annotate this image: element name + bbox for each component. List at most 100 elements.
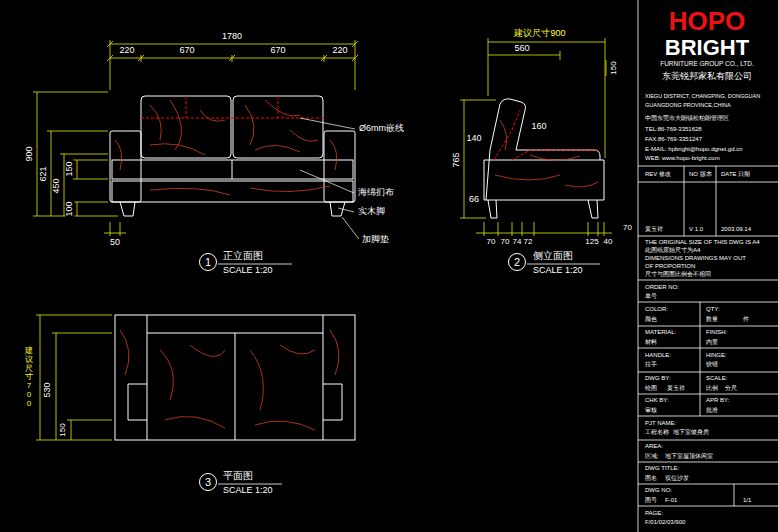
contact: FAX:86-769-3351247 — [644, 136, 703, 142]
view-title: 侧立面图 — [532, 251, 574, 262]
table-cell: DWG TITLE: — [644, 465, 680, 471]
table-cell: APR BY: — [705, 397, 730, 403]
table-cell: 双位沙发 — [664, 475, 690, 481]
view-number: 1 — [205, 257, 211, 268]
view-number-circle: 1 — [199, 253, 217, 271]
table-cell: 内里 — [705, 339, 719, 345]
callout: 实木脚 — [357, 207, 386, 216]
table-cell: 比例 — [705, 385, 719, 391]
dimension: 160 — [530, 122, 547, 131]
dimension: 50 — [109, 238, 121, 247]
note: DIMENSIONS DRAWINGS MAY OUT — [644, 255, 747, 261]
view-number-circle: 2 — [508, 253, 526, 271]
dimension: 100 — [65, 200, 74, 217]
dimension: 74 — [512, 238, 523, 246]
table-cell: 图号 — [644, 497, 658, 503]
company-name: 东莞锐邦家私有限公司 — [661, 72, 753, 81]
table-cell: 材料 — [644, 339, 658, 345]
table-cell: AREA: — [644, 443, 664, 449]
view-number-circle: 3 — [199, 473, 217, 491]
note: OF PROPORTION — [644, 263, 696, 269]
logo: HOPO — [668, 8, 747, 35]
dimension: 670 — [269, 46, 286, 55]
address: GUANGDONG PROVINCE,CHINA — [644, 103, 732, 109]
dimension: 125 — [584, 238, 599, 246]
table-cell: COLOR: — [644, 306, 669, 312]
contact: TEL:86-769-3351628 — [644, 126, 703, 132]
view-number: 3 — [205, 477, 211, 488]
callout: Ø6mm嵌线 — [358, 124, 405, 133]
table-cell: 审核 — [644, 407, 658, 413]
dimension: 220 — [331, 46, 348, 55]
dimension: 621 — [39, 165, 48, 182]
table-cell: CHK BY: — [644, 397, 670, 403]
contact: WEB: www.hopo-bright.com — [644, 155, 721, 161]
table-cell: HINGE: — [705, 352, 728, 358]
contact: E-MAIL: hpbright@hopo.dgnet.gd.cn — [644, 146, 744, 152]
company-name: FURNITURE GROUP CO., LTD. — [659, 61, 755, 68]
dimension: 40 — [603, 238, 614, 246]
view-number: 2 — [514, 257, 520, 268]
dimension: 66 — [468, 195, 480, 204]
table-cell: 2003.09.14 — [720, 226, 752, 232]
table-cell: FINISH: — [705, 329, 728, 335]
note: 尺寸与图面比例会不相同 — [644, 271, 712, 277]
dimension: 72 — [523, 238, 534, 246]
table-cell: F-01 — [664, 497, 678, 503]
table-cell: DWG BY: — [644, 375, 672, 381]
table-cell: 绘图 — [644, 385, 658, 391]
callout: 海绵扪布 — [357, 188, 395, 197]
table-cell: DATE 日期 — [720, 171, 751, 177]
address: XIEGU DISTRICT, CHANGPING, DONGGUAN — [644, 94, 761, 100]
table-cell: 单号 — [644, 293, 658, 299]
table-cell: F/01/02/03/900 — [644, 519, 686, 525]
dimension: 900 — [25, 145, 34, 162]
callout: 加脚垫 — [361, 235, 390, 244]
note: THE ORIGINAL SIZE OF THIS DWG IS A4 — [644, 239, 761, 245]
table-cell: 分尺 — [724, 385, 738, 391]
table-cell: 拉手 — [644, 361, 658, 367]
table-cell: 黄玉祥 — [666, 385, 686, 391]
view-title: 正立面图 — [222, 251, 264, 262]
table-cell: 地下室健身房 — [672, 429, 710, 435]
dimension: 70 — [486, 238, 497, 246]
table-cell: QTY: — [705, 306, 721, 312]
dimension: 530 — [43, 381, 52, 398]
table-cell: 区域: — [644, 453, 660, 459]
suggested-size: 建议尺寸900 — [513, 29, 566, 38]
table-cell: HANDLE: — [644, 352, 672, 358]
dimension: 70 — [622, 224, 633, 232]
table-cell: DWG NO: — [644, 487, 673, 493]
table-cell: 黄玉祥 — [644, 226, 664, 232]
table-cell: 图名 — [644, 475, 658, 481]
view-scale: SCALE 1:20 — [222, 486, 274, 495]
dimension: 450 — [52, 177, 61, 194]
table-cell: 颜色 — [644, 316, 658, 322]
suggested-size: 建议尺寸700 — [25, 346, 33, 410]
dimension: 1780 — [221, 32, 243, 41]
table-cell: NO 版本 — [688, 171, 713, 177]
dimension: 140 — [465, 134, 482, 143]
dimension: 150 — [610, 60, 618, 75]
table-cell: PJT NAME: — [644, 420, 677, 426]
address: 中国东莞市大朗镇松柏朗管理区 — [644, 115, 730, 121]
table-cell: 数量 — [705, 316, 719, 322]
table-cell: 1/1 — [742, 497, 752, 503]
dimension: 765 — [452, 151, 461, 168]
table-cell: REV 修改 — [644, 171, 672, 177]
table-cell: 批准 — [705, 407, 719, 413]
table-cell: 件 — [742, 316, 750, 322]
table-cell: 铰链 — [705, 361, 719, 367]
dimension: 220 — [118, 46, 135, 55]
table-cell: SCALE: — [705, 375, 728, 381]
view-scale: SCALE 1:20 — [222, 266, 274, 275]
table-cell: PAGE: — [644, 510, 664, 516]
table-cell: ORDER NO: — [644, 284, 680, 290]
table-cell: MATERIAL: — [644, 329, 677, 335]
view-scale: SCALE 1:20 — [532, 266, 584, 275]
dimension: 150 — [65, 160, 74, 177]
dimension: 70 — [500, 238, 511, 246]
dimension: 670 — [178, 46, 195, 55]
table-cell: V 1.0 — [688, 226, 704, 232]
note: 此图纸原始尺寸为A4 — [644, 247, 701, 253]
